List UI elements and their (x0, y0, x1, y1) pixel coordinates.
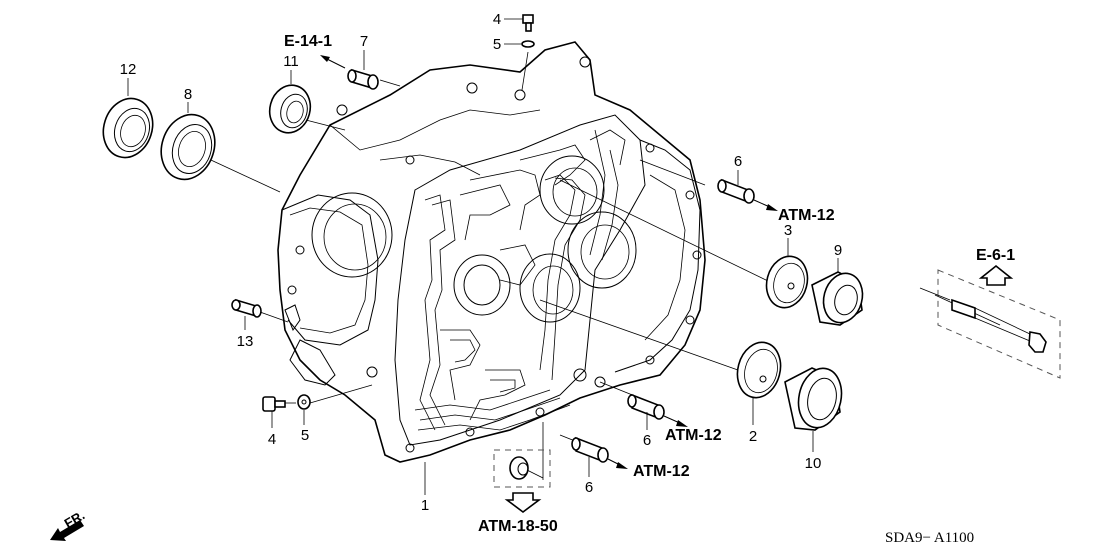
part-3-shim[interactable] (761, 238, 813, 312)
part-atm-18-50-plug[interactable] (493, 449, 551, 488)
front-direction-indicator (50, 520, 84, 541)
part-7-dowel-pin[interactable] (320, 50, 379, 90)
callout-6-middle: 6 (643, 432, 651, 449)
callout-4-bottom: 4 (268, 431, 276, 448)
ref-atm-18-50[interactable]: ATM-18-50 (478, 518, 558, 535)
ref-e-14-1[interactable]: E-14-1 (284, 33, 332, 50)
diagram-code: SDA9− A1100 (885, 530, 974, 546)
part-10-roller-bearing[interactable] (784, 364, 847, 452)
part-5-washer-top[interactable] (504, 40, 535, 48)
callout-1: 1 (421, 497, 429, 514)
callout-2: 2 (749, 428, 757, 445)
arrow-up-icon (978, 264, 1014, 286)
part-9-ball-bearing[interactable] (811, 258, 868, 327)
part-6-dowel-pin-upper[interactable] (717, 170, 778, 211)
callout-4-top: 4 (493, 11, 501, 28)
callout-6-upper: 6 (734, 153, 742, 170)
callout-11: 11 (283, 53, 299, 70)
part-e-6-1-bolt[interactable] (919, 269, 1061, 379)
part-6-dowel-pin-lower[interactable] (571, 436, 628, 477)
ref-atm-12-middle[interactable]: ATM-12 (665, 427, 722, 444)
callout-5-bottom: 5 (301, 427, 309, 444)
direction-label: FR. (62, 507, 88, 530)
part-8-ball-bearing[interactable] (153, 102, 223, 186)
ref-atm-12-lower[interactable]: ATM-12 (633, 463, 690, 480)
ref-atm-12-upper[interactable]: ATM-12 (778, 207, 835, 224)
part-6-dowel-pin-middle[interactable] (627, 393, 688, 430)
part-11-oil-seal[interactable] (264, 70, 315, 137)
part-12-oil-seal[interactable] (96, 78, 160, 164)
callout-3: 3 (784, 222, 792, 239)
callout-8: 8 (184, 86, 192, 103)
direction-arrow-icon (50, 520, 84, 541)
part-2-shim[interactable] (731, 338, 786, 425)
part-13-dowel-pin[interactable] (231, 298, 262, 330)
part-5-washer-bottom[interactable] (297, 394, 311, 425)
callout-9: 9 (834, 242, 842, 259)
callout-5-top: 5 (493, 36, 501, 53)
callout-6-lower: 6 (585, 479, 593, 496)
reference-links: E-14-1 ATM-12 E-6-1 ATM-12 ATM-12 ATM-18… (284, 33, 1015, 535)
callout-12: 12 (120, 61, 137, 78)
callout-labels: 12 8 11 7 4 5 6 3 9 13 4 5 6 2 10 6 1 (120, 11, 843, 514)
part-4-bolt-top[interactable] (504, 14, 534, 32)
callout-7: 7 (360, 33, 368, 50)
callout-10: 10 (805, 455, 822, 472)
transmission-housing[interactable] (277, 41, 706, 463)
callout-13: 13 (237, 333, 254, 350)
arrow-down-icon (504, 492, 542, 513)
part-4-bolt-bottom[interactable] (262, 396, 286, 428)
ref-e-6-1[interactable]: E-6-1 (976, 247, 1015, 264)
